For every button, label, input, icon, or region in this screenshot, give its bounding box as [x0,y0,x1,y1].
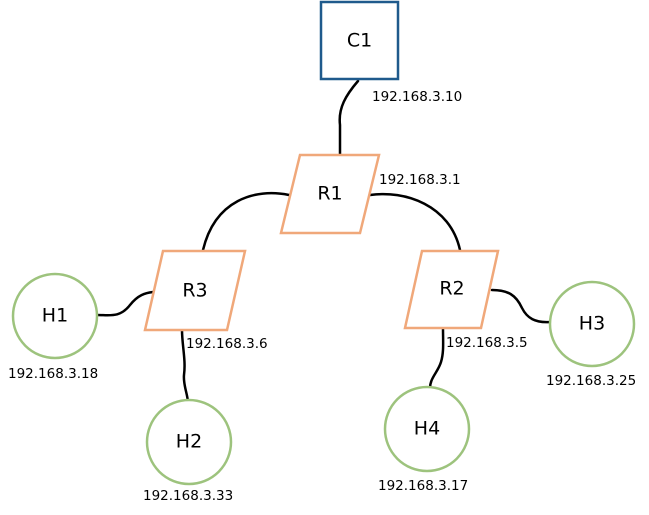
ip-label-r3: 192.168.3.6 [186,336,268,352]
host-circle [11,272,99,360]
router-r3[interactable]: R3 [143,249,247,332]
controller-c1[interactable]: C1 [319,0,400,81]
router-shape [143,249,247,332]
link-r1-r2 [368,192,462,252]
host-h1[interactable]: H1 [11,272,99,360]
node-label-r2: R2 [439,278,464,300]
ip-labels: 192.168.3.10 192.168.3.1 192.168.3.6 192… [8,89,636,504]
node-label-h2: H2 [176,431,202,453]
node-label-h3: H3 [579,313,605,335]
ip-label-h3: 192.168.3.25 [546,373,636,389]
ip-label-h4: 192.168.3.17 [378,478,468,494]
links [95,79,552,405]
node-label-r3: R3 [182,280,207,302]
link-c1-r1 [338,79,360,156]
link-r2-h4 [428,326,445,390]
link-r3-h1 [95,290,155,317]
ip-label-r1: 192.168.3.1 [379,172,461,188]
router-r1[interactable]: R1 [279,153,381,235]
node-label-h1: H1 [42,305,68,327]
router-shape [279,153,381,235]
ip-label-h2: 192.168.3.33 [143,488,233,504]
link-r1-r3 [201,191,291,252]
router-r2[interactable]: R2 [403,249,500,330]
host-circle [145,398,233,486]
ip-label-c1: 192.168.3.10 [372,89,462,105]
controller-box [319,0,400,81]
node-label-h4: H4 [414,418,440,440]
host-h2[interactable]: H2 [145,398,233,486]
node-label-r1: R1 [317,183,342,205]
host-h4[interactable]: H4 [383,385,471,473]
host-h3[interactable]: H3 [548,280,636,368]
node-label-c1: C1 [347,30,372,52]
host-circle [548,280,636,368]
ip-label-h1: 192.168.3.18 [8,366,98,382]
router-shape [403,249,500,330]
ip-label-r2: 192.168.3.5 [446,335,528,351]
host-circle [383,385,471,473]
link-r2-h3 [490,288,552,324]
link-r3-h2 [180,328,190,405]
